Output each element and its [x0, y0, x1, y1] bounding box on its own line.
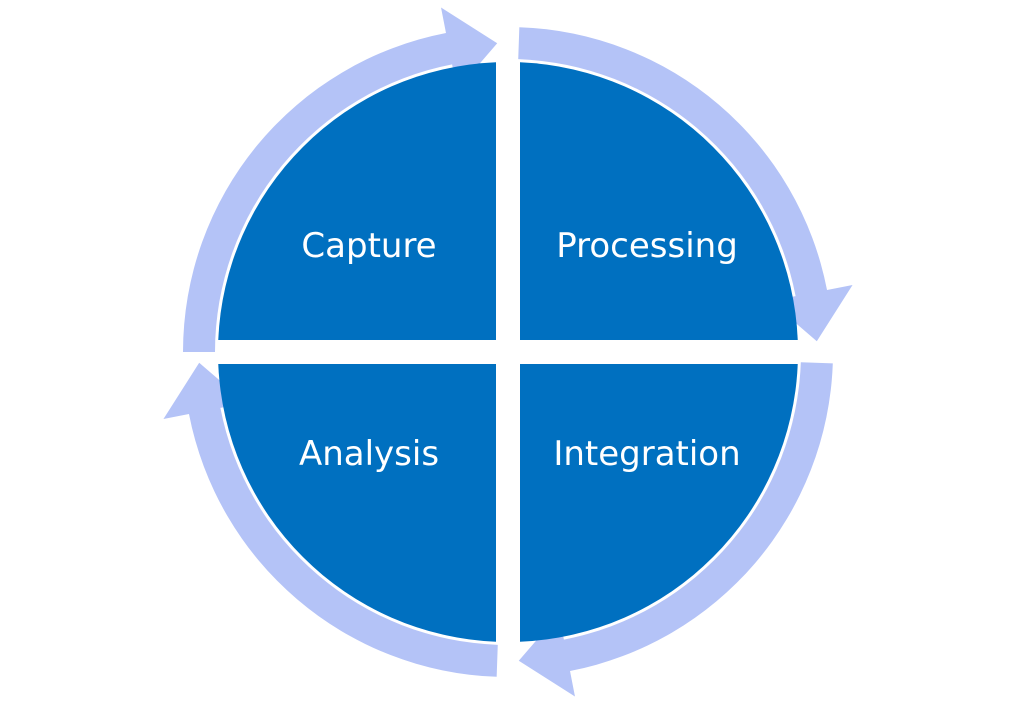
- stage-label-capture: Capture: [301, 226, 436, 266]
- arrow-processing-to-integration: [518, 27, 853, 342]
- quadrant-processing: [520, 62, 798, 340]
- quadrant-integration: [520, 364, 798, 642]
- stage-label-integration: Integration: [553, 434, 740, 474]
- stage-label-analysis: Analysis: [299, 434, 439, 474]
- quadrant-capture: [218, 62, 496, 340]
- arrow-integration-to-analysis: [518, 362, 833, 697]
- arrow-capture-to-processing: [183, 7, 498, 353]
- arrow-analysis-to-capture: [163, 362, 498, 677]
- stage-label-processing: Processing: [556, 226, 738, 266]
- quadrant-analysis: [218, 364, 496, 642]
